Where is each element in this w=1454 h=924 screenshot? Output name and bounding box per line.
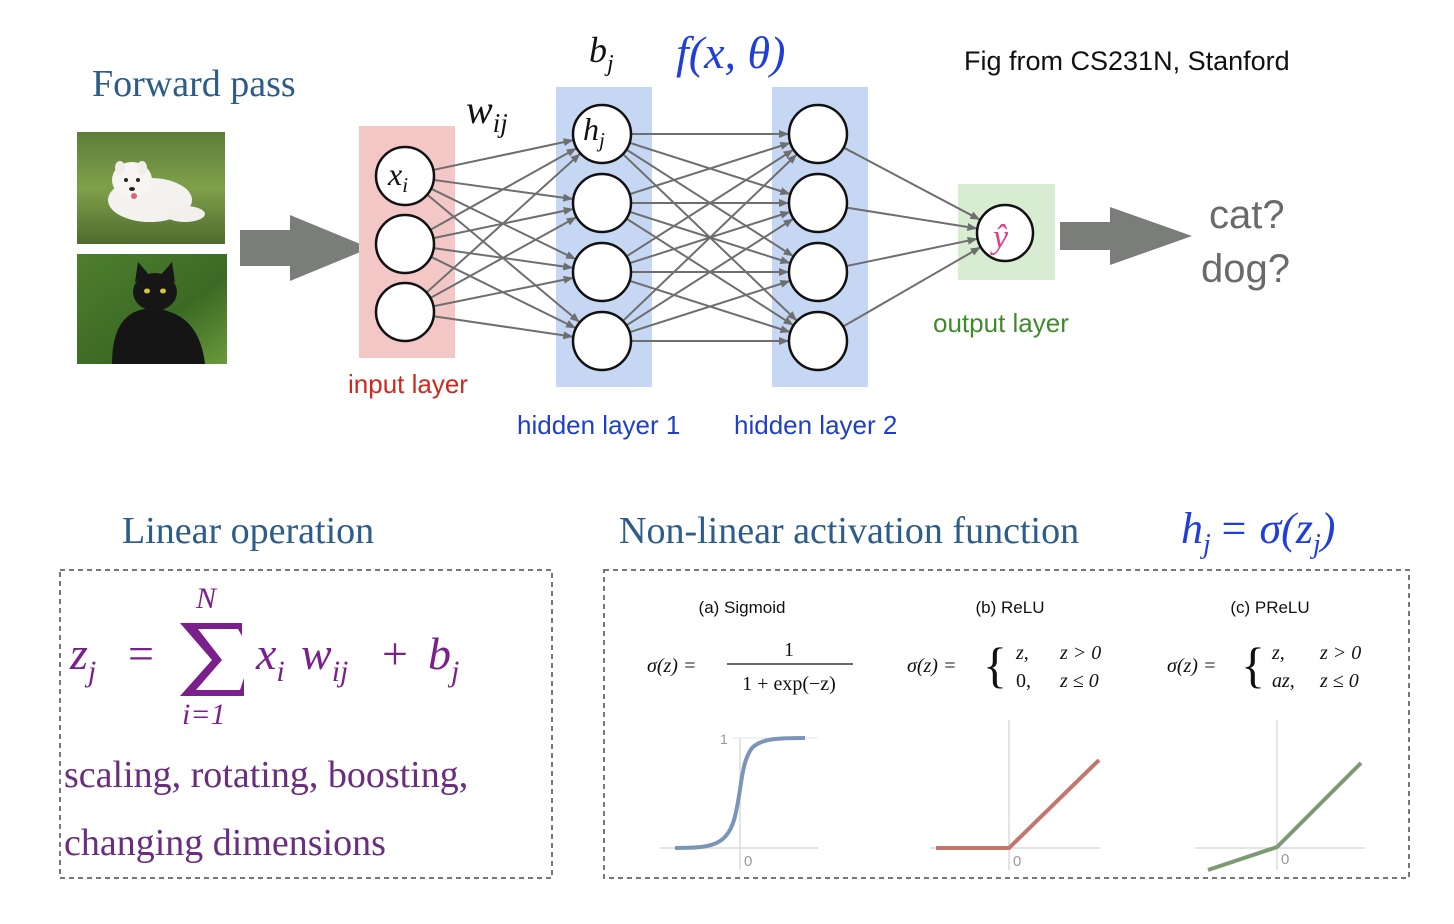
network-edge [433, 315, 574, 340]
input-layer-label: input layer [348, 369, 468, 399]
hidden-node-label: hj [583, 111, 605, 152]
network-edge [425, 153, 581, 294]
sum-upper-limit: N [195, 582, 218, 615]
sum-lower-limit: i=1 [182, 698, 226, 731]
output-node [975, 203, 1035, 263]
hidden-node [787, 172, 849, 234]
prelu-case2-value: az, [1272, 670, 1295, 692]
prelu-x-tick: 0 [1281, 851, 1289, 868]
relu-x-tick: 0 [1013, 853, 1021, 870]
hidden-node [571, 310, 633, 372]
hidden-2-nodes [787, 103, 849, 372]
relu-case2-cond: z ≤ 0 [1059, 670, 1099, 692]
relu-curve [936, 758, 1101, 850]
input-node-label: xi [387, 156, 408, 197]
sigmoid-caption: (a) Sigmoid [699, 598, 786, 617]
hidden-node [571, 103, 633, 165]
relu-case1-value: z, [1015, 642, 1029, 664]
network-edge [433, 138, 574, 171]
answer-dog: dog? [1201, 247, 1290, 291]
input-arrow [240, 215, 370, 281]
network-edge [429, 147, 577, 231]
hidden-node [571, 172, 633, 234]
relu-eq-lhs: σ(z) = [907, 655, 956, 677]
sigmoid-x-tick: 0 [744, 853, 752, 870]
network-edge [846, 206, 978, 231]
hidden-1-nodes [571, 103, 633, 372]
activation-formula: hj= σ(zj) [1181, 504, 1335, 560]
input-node [374, 281, 436, 343]
relu-case1-cond: z > 0 [1059, 642, 1101, 664]
formula-equals: = [128, 628, 154, 679]
sigmoid-numerator: 1 [784, 639, 794, 661]
prelu-panel: (c) PReLU σ(z) = { z, z > 0 az, z ≤ 0 0 [1167, 598, 1365, 872]
sigmoid-eq-lhs: σ(z) = [647, 655, 696, 677]
formula-w-term: wij [301, 628, 348, 688]
prelu-case2-cond: z ≤ 0 [1319, 670, 1359, 692]
sigmoid-y-tick: 1 [720, 731, 728, 747]
network-edge [846, 236, 978, 268]
prelu-curve [1207, 761, 1363, 872]
network-edge [622, 154, 798, 322]
linear-formula: zj = N i=1 xi wij + bj [69, 582, 459, 731]
linear-desc-line1: scaling, rotating, boosting, [64, 754, 468, 796]
hidden-node [787, 310, 849, 372]
prelu-case1-cond: z > 0 [1319, 642, 1361, 664]
linear-title: Linear operation [122, 510, 374, 552]
network-edge [843, 146, 981, 221]
prelu-eq-lhs: σ(z) = [1167, 655, 1216, 677]
network-edge [429, 216, 577, 299]
input-node [374, 213, 436, 275]
relu-brace: { [983, 637, 1007, 693]
relu-panel: (b) ReLU σ(z) = { z, z > 0 0, z ≤ 0 0 [907, 598, 1101, 870]
nonlinear-title: Non-linear activation function [619, 510, 1079, 552]
hidden-node [787, 241, 849, 303]
network-edge [629, 280, 791, 334]
linear-box [59, 569, 553, 879]
sigma-symbol [180, 623, 244, 696]
prelu-brace: { [1241, 637, 1265, 693]
sigmoid-denominator: 1 + exp(−z) [742, 673, 836, 695]
output-layer-label: output layer [933, 308, 1069, 338]
input-nodes [374, 145, 436, 343]
formula-lhs: zj [69, 628, 96, 688]
network-edge [625, 149, 794, 258]
sigmoid-curve [674, 736, 806, 850]
relu-caption: (b) ReLU [976, 598, 1045, 617]
prelu-case1-value: z, [1271, 642, 1285, 664]
linear-desc-line2: changing dimensions [64, 822, 386, 864]
hidden-node [571, 241, 633, 303]
forward-pass-title: Forward pass [92, 63, 296, 105]
network-edge [625, 218, 794, 327]
formula-x-term: xi [255, 628, 285, 688]
dog-photo [77, 132, 225, 244]
network-edges [425, 130, 981, 345]
output-node-label: ŷ [990, 219, 1009, 256]
prelu-caption: (c) PReLU [1230, 598, 1309, 617]
sigmoid-panel: (a) Sigmoid σ(z) = 1 1 + exp(−z) 1 0 [647, 598, 853, 870]
activation-box [603, 569, 1410, 879]
figure-credit: Fig from CS231N, Stanford [964, 46, 1290, 76]
formula-b-term: bj [428, 628, 459, 688]
answer-cat: cat? [1209, 193, 1285, 237]
weight-label: wij [466, 87, 508, 138]
relu-case2-value: 0, [1016, 670, 1031, 692]
hidden-layer-1-label: hidden layer 1 [517, 410, 680, 440]
network-edge [629, 142, 791, 196]
formula-plus: + [382, 628, 408, 679]
output-arrow [1060, 207, 1192, 265]
bias-label: bj [589, 30, 614, 77]
network-edge [433, 275, 574, 308]
hidden-node [787, 103, 849, 165]
hidden-layer-2-label: hidden layer 2 [734, 410, 897, 440]
input-node [374, 145, 436, 207]
cat-photo [77, 254, 227, 364]
function-label: f(x, θ) [676, 27, 785, 78]
network-edge [842, 246, 981, 328]
